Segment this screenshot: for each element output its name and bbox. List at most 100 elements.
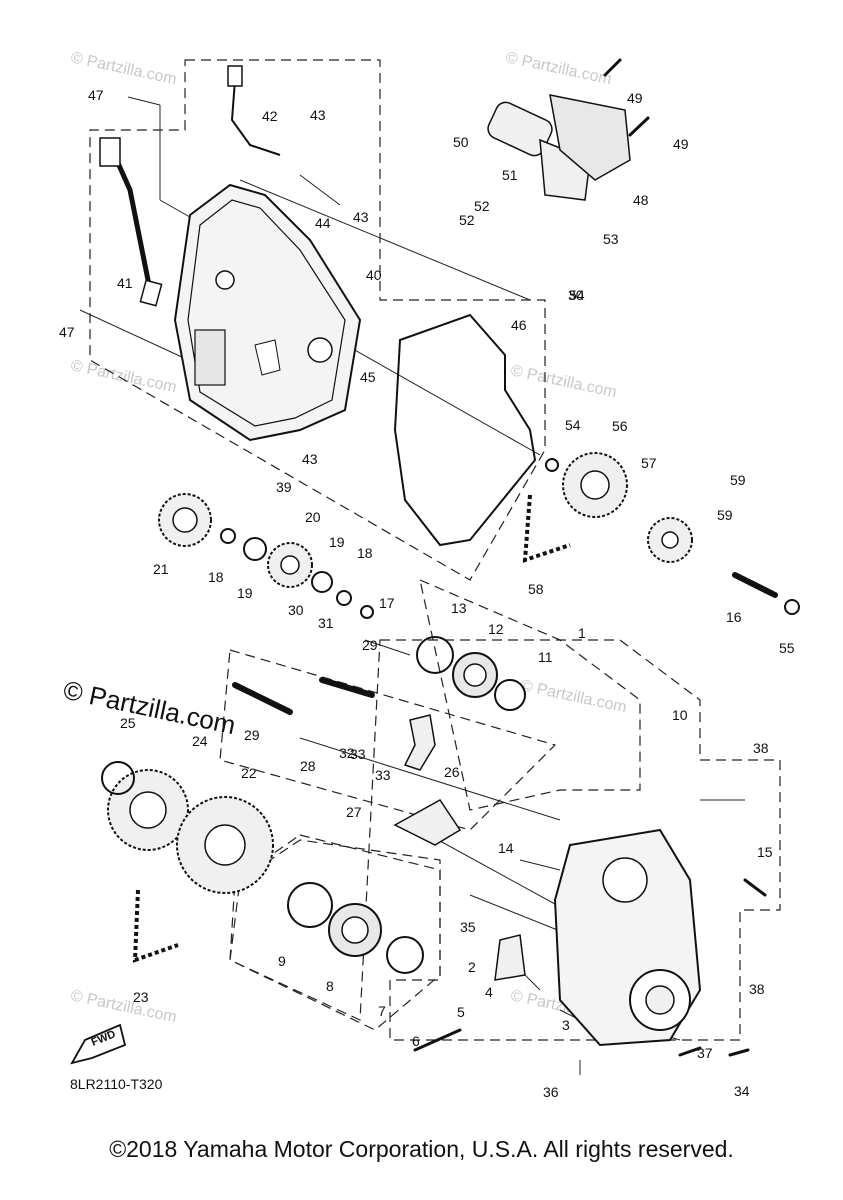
callout-39: 39 <box>276 479 292 495</box>
callout-57: 57 <box>641 455 657 471</box>
callout-56: 56 <box>612 418 628 434</box>
gear-20 <box>267 542 313 588</box>
callout-5: 5 <box>457 1004 465 1020</box>
callout-40: 40 <box>366 267 382 283</box>
actuator-motor <box>487 94 631 201</box>
watermark: © Partzilla.com <box>509 362 618 401</box>
callout-30: 30 <box>288 602 304 618</box>
callout-27: 27 <box>346 804 362 820</box>
callout-15: 15 <box>757 844 773 860</box>
callout-59: 59 <box>717 507 733 523</box>
callout-21: 21 <box>153 561 169 577</box>
callout-42: 42 <box>262 108 278 124</box>
callout-46: 46 <box>511 317 527 333</box>
callout-3: 3 <box>562 1017 570 1033</box>
callout-28: 28 <box>300 758 316 774</box>
callout-47: 47 <box>59 324 75 340</box>
callout-33: 33 <box>375 767 391 783</box>
callout-48: 48 <box>633 192 649 208</box>
callout-8: 8 <box>326 978 334 994</box>
callout-47: 47 <box>88 87 104 103</box>
gear-55 <box>562 452 628 518</box>
callout-37: 37 <box>697 1045 713 1061</box>
callout-51: 51 <box>502 167 518 183</box>
callout-38: 38 <box>753 740 769 756</box>
callout-19: 19 <box>329 534 345 550</box>
callout-41: 41 <box>117 275 133 291</box>
callout-32: 32 <box>339 745 355 761</box>
callout-2: 2 <box>468 959 476 975</box>
chains <box>132 494 571 963</box>
seals-and-clips <box>101 458 800 974</box>
callout-43: 43 <box>310 107 326 123</box>
callout-13: 13 <box>451 600 467 616</box>
callout-25: 25 <box>120 715 136 731</box>
shift-forks <box>393 714 526 981</box>
watermark-large: © Partzilla.com <box>61 675 239 741</box>
callout-19: 19 <box>237 585 253 601</box>
gear-21 <box>158 493 212 547</box>
callout-50: 50 <box>453 134 469 150</box>
callout-44: 44 <box>315 215 331 231</box>
bearing-12 <box>452 652 498 698</box>
callout-16: 16 <box>726 609 742 625</box>
sensor-wiring <box>99 65 281 307</box>
gear-58 <box>647 517 693 563</box>
outline-gear-group <box>229 639 781 1041</box>
crankcase <box>553 828 702 1047</box>
gear-22 <box>176 796 274 894</box>
callout-29: 29 <box>362 637 378 653</box>
callout-53: 53 <box>603 231 619 247</box>
callout-7: 7 <box>378 1003 386 1019</box>
callout-38: 38 <box>749 981 765 997</box>
callout-58: 58 <box>528 581 544 597</box>
callout-43: 43 <box>302 451 318 467</box>
callout-36: 36 <box>543 1084 559 1100</box>
callout-29: 29 <box>244 727 260 743</box>
copyright-notice: ©2018 Yamaha Motor Corporation, U.S.A. A… <box>109 1136 734 1162</box>
callout-4: 4 <box>485 984 493 1000</box>
callout-9: 9 <box>278 953 286 969</box>
callout-10: 10 <box>672 707 688 723</box>
callout-17: 17 <box>379 595 395 611</box>
callout-31: 31 <box>318 615 334 631</box>
diagram-code: 8LR2110-T320 <box>70 1076 163 1092</box>
callout-18: 18 <box>208 569 224 585</box>
callout-1: 1 <box>578 625 586 641</box>
callout-20: 20 <box>305 509 321 525</box>
bearing-8 <box>328 903 382 957</box>
callout-49: 49 <box>673 136 689 152</box>
fwd-arrow: FWD <box>70 1023 127 1065</box>
clutch-cover <box>173 183 362 442</box>
callout-35: 35 <box>460 919 476 935</box>
callout-24: 24 <box>192 733 208 749</box>
callout-12: 12 <box>488 621 504 637</box>
callout-52: 52 <box>459 212 475 228</box>
callout-26: 26 <box>444 764 460 780</box>
bolts <box>413 58 767 1057</box>
callout-49: 49 <box>627 90 643 106</box>
callout-34: 34 <box>734 1083 750 1099</box>
watermark: © Partzilla.com <box>69 357 178 396</box>
callout-52: 52 <box>474 198 490 214</box>
shafts <box>232 572 778 715</box>
callout-33: 33 <box>350 746 366 762</box>
watermark: © Partzilla.com <box>504 49 613 88</box>
outline-cover-group <box>89 59 546 581</box>
callout-55: 55 <box>779 640 795 656</box>
group-outlines <box>89 59 781 1041</box>
cover-gasket <box>393 313 537 547</box>
callout-59: 59 <box>730 472 746 488</box>
watermark: © Partzilla.com <box>519 677 628 716</box>
callout-54: 54 <box>569 287 585 303</box>
callout-6: 6 <box>412 1033 420 1049</box>
callout-14: 14 <box>498 840 514 856</box>
outline-bearing-group <box>229 834 441 1031</box>
callout-30: 30 <box>568 287 584 303</box>
watermark: © Partzilla.com <box>69 49 178 88</box>
callout-43: 43 <box>353 209 369 225</box>
callout-18: 18 <box>357 545 373 561</box>
callout-45: 45 <box>360 369 376 385</box>
